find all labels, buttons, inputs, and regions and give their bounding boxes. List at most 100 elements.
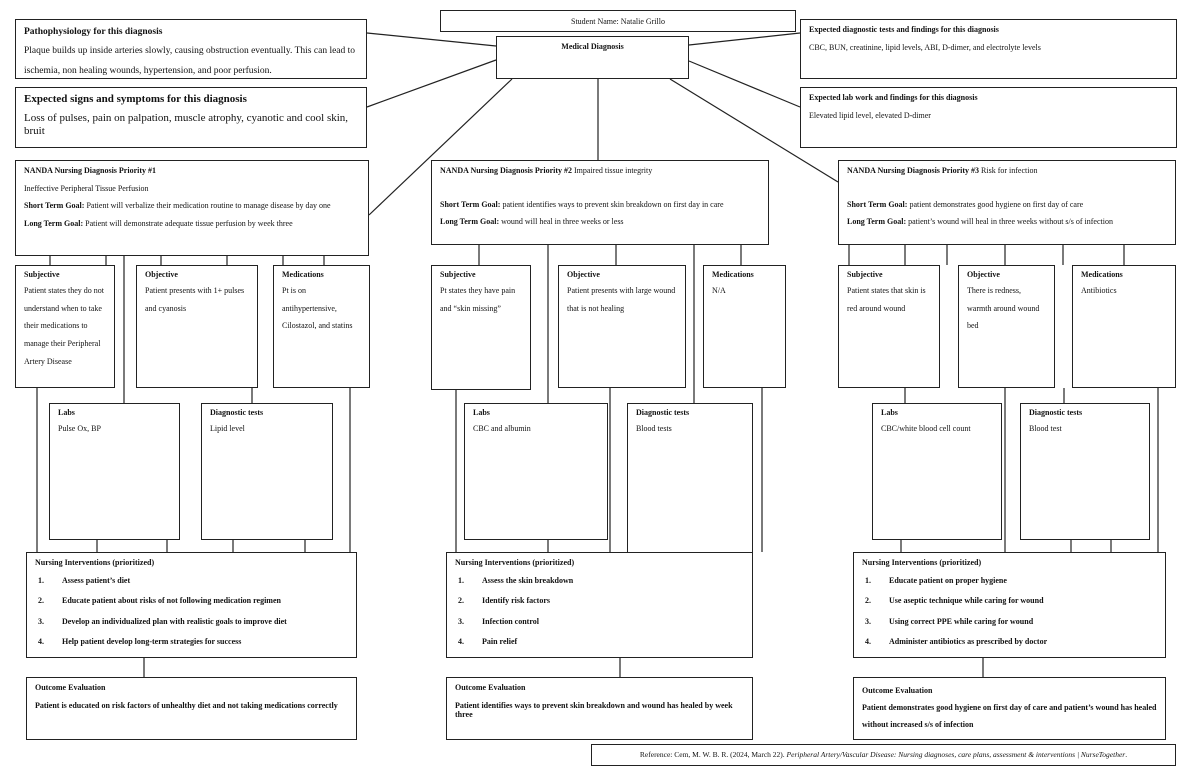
interventions-label: Nursing Interventions (prioritized): [35, 558, 155, 567]
signs-symptoms-box: Expected signs and symptoms for this dia…: [15, 87, 367, 148]
p1-labs-text: Pulse Ox, BP: [58, 424, 101, 434]
lab-work-title: Expected lab work and findings for this …: [809, 93, 978, 102]
intervention-item: 4.Administer antibiotics as prescribed b…: [865, 637, 1048, 647]
interventions-label: Nursing Interventions (prioritized): [455, 558, 575, 567]
intervention-item: 2.Identify risk factors: [458, 596, 550, 606]
outcome-label: Outcome Evaluation: [35, 683, 106, 692]
intervention-item: 3.Using correct PPE while caring for wou…: [865, 616, 1034, 626]
intervention-item: 1.Assess patient’s diet: [38, 575, 131, 585]
p2-outcome-text: Patient identifies ways to prevent skin …: [455, 700, 733, 720]
priority-3-title: NANDA Nursing Diagnosis Priority #3: [847, 166, 980, 175]
priority-3-box: NANDA Nursing Diagnosis Priority #3 Risk…: [838, 160, 1176, 245]
labs-label: Labs: [58, 408, 75, 417]
intervention-item: 3.Develop an individualized plan with re…: [38, 616, 287, 626]
diagnostic-label: Diagnostic tests: [1029, 408, 1083, 417]
priority-3-short-goal: patient demonstrates good hygiene on fir…: [909, 199, 1084, 209]
objective-label: Objective: [145, 270, 178, 279]
p1-outcome-text: Patient is educated on risk factors of u…: [35, 700, 338, 710]
subjective-label: Subjective: [24, 270, 60, 279]
reference-prefix: Reference: Cem, M. W. B. R. (2024, March…: [639, 750, 787, 759]
reference-box: Reference: Cem, M. W. B. R. (2024, March…: [591, 744, 1176, 766]
diag-tests-title: Expected diagnostic tests and findings f…: [809, 25, 999, 34]
outcome-label: Outcome Evaluation: [862, 686, 933, 695]
p3-diagnostic-text: Blood test: [1029, 424, 1062, 434]
intervention-item: 2.Educate patient about risks of not fol…: [38, 596, 281, 606]
priority-2-long-goal: wound will heal in three weeks or less: [501, 217, 624, 227]
priority-2-title: NANDA Nursing Diagnosis Priority #2: [440, 166, 573, 175]
p3-outcome-text: Patient demonstrates good hygiene on fir…: [862, 702, 1157, 729]
pathophysiology-title: Pathophysiology for this diagnosis: [24, 27, 163, 37]
outcome-label: Outcome Evaluation: [455, 683, 526, 692]
priority-2-diagnosis: Impaired tissue integrity: [574, 166, 653, 175]
intervention-item: 4.Pain relief: [458, 637, 518, 647]
priority-3-diagnosis: Risk for infection: [981, 166, 1038, 175]
p3-outcome-box: Outcome Evaluation Patient demonstrates …: [853, 677, 1166, 740]
diag-tests-text: CBC, BUN, creatinine, lipid levels, ABI,…: [809, 42, 1041, 52]
diagnostic-tests-box: Expected diagnostic tests and findings f…: [800, 19, 1177, 79]
p2-outcome-box: Outcome Evaluation Patient identifies wa…: [446, 677, 753, 740]
p2-interventions-box: Nursing Interventions (prioritized) 1.As…: [446, 552, 753, 658]
priority-3-long-goal: patient’s wound will heal in three weeks…: [908, 217, 1113, 227]
pathophysiology-box: Pathophysiology for this diagnosis Plaqu…: [15, 19, 367, 79]
p3-subjective-text: Patient states that skin is red around w…: [847, 286, 926, 313]
long-goal-label: Long Term Goal:: [847, 217, 907, 227]
priority-1-box: NANDA Nursing Diagnosis Priority #1 Inef…: [15, 160, 369, 256]
p1-objective-text: Patient presents with 1+ pulses and cyan…: [145, 286, 245, 313]
short-goal-label: Short Term Goal:: [24, 201, 85, 211]
p2-objective-text: Patient presents with large wound that i…: [567, 286, 676, 313]
medications-label: Medications: [712, 270, 754, 279]
reference-suffix: .: [1125, 750, 1128, 759]
intervention-item: 1.Educate patient on proper hygiene: [865, 575, 1007, 585]
p3-labs-text: CBC/white blood cell count: [881, 424, 971, 434]
signs-text: Loss of pulses, pain on palpation, muscl…: [24, 112, 349, 138]
p1-diagnostic-text: Lipid level: [210, 424, 245, 434]
short-goal-label: Short Term Goal:: [440, 199, 501, 209]
priority-1-long-goal: Patient will demonstrate adequate tissue…: [85, 218, 293, 228]
diagnostic-label: Diagnostic tests: [636, 408, 690, 417]
diagnostic-label: Diagnostic tests: [210, 408, 264, 417]
subjective-label: Subjective: [440, 270, 476, 279]
p2-subjective-text: Pt states they have pain and “skin missi…: [440, 286, 516, 313]
signs-title: Expected signs and symptoms for this dia…: [24, 93, 247, 105]
labs-label: Labs: [473, 408, 490, 417]
intervention-item: 3.Infection control: [458, 616, 539, 626]
reference-title: Peripheral Artery/Vascular Disease: Nurs…: [786, 750, 1126, 759]
p1-outcome-box: Outcome Evaluation Patient is educated o…: [26, 677, 357, 740]
short-goal-label: Short Term Goal:: [847, 199, 908, 209]
p2-medications-text: N/A: [712, 286, 726, 296]
medical-diagnosis-title: Medical Diagnosis: [561, 42, 624, 51]
long-goal-label: Long Term Goal:: [440, 217, 500, 227]
medical-diagnosis-box: Medical Diagnosis: [496, 36, 689, 79]
p1-medications-text: Pt is on antihypertensive, Cilostazol, a…: [282, 286, 353, 331]
medications-label: Medications: [282, 270, 324, 279]
intervention-item: 4.Help patient develop long-term strateg…: [38, 637, 242, 647]
labs-label: Labs: [881, 408, 898, 417]
p2-labs-text: CBC and albumin: [473, 424, 531, 434]
subjective-label: Subjective: [847, 270, 883, 279]
interventions-label: Nursing Interventions (prioritized): [862, 558, 982, 567]
p3-medications-text: Antibiotics: [1081, 286, 1117, 296]
objective-label: Objective: [967, 270, 1000, 279]
pathophysiology-text: Plaque builds up inside arteries slowly,…: [24, 46, 356, 76]
priority-2-box: NANDA Nursing Diagnosis Priority #2 Impa…: [431, 160, 769, 245]
p2-subjective-box: Subjective Pt states they have pain and “…: [431, 265, 531, 390]
objective-label: Objective: [567, 270, 600, 279]
student-name-box: Student Name: Natalie Grillo: [440, 10, 796, 32]
p1-medications-box: Medications Pt is on antihypertensive, Ci…: [273, 265, 370, 388]
lab-work-box: Expected lab work and findings for this …: [800, 87, 1177, 148]
intervention-item: 1.Assess the skin breakdown: [458, 575, 574, 585]
p1-interventions-box: Nursing Interventions (prioritized) 1.As…: [26, 552, 357, 658]
